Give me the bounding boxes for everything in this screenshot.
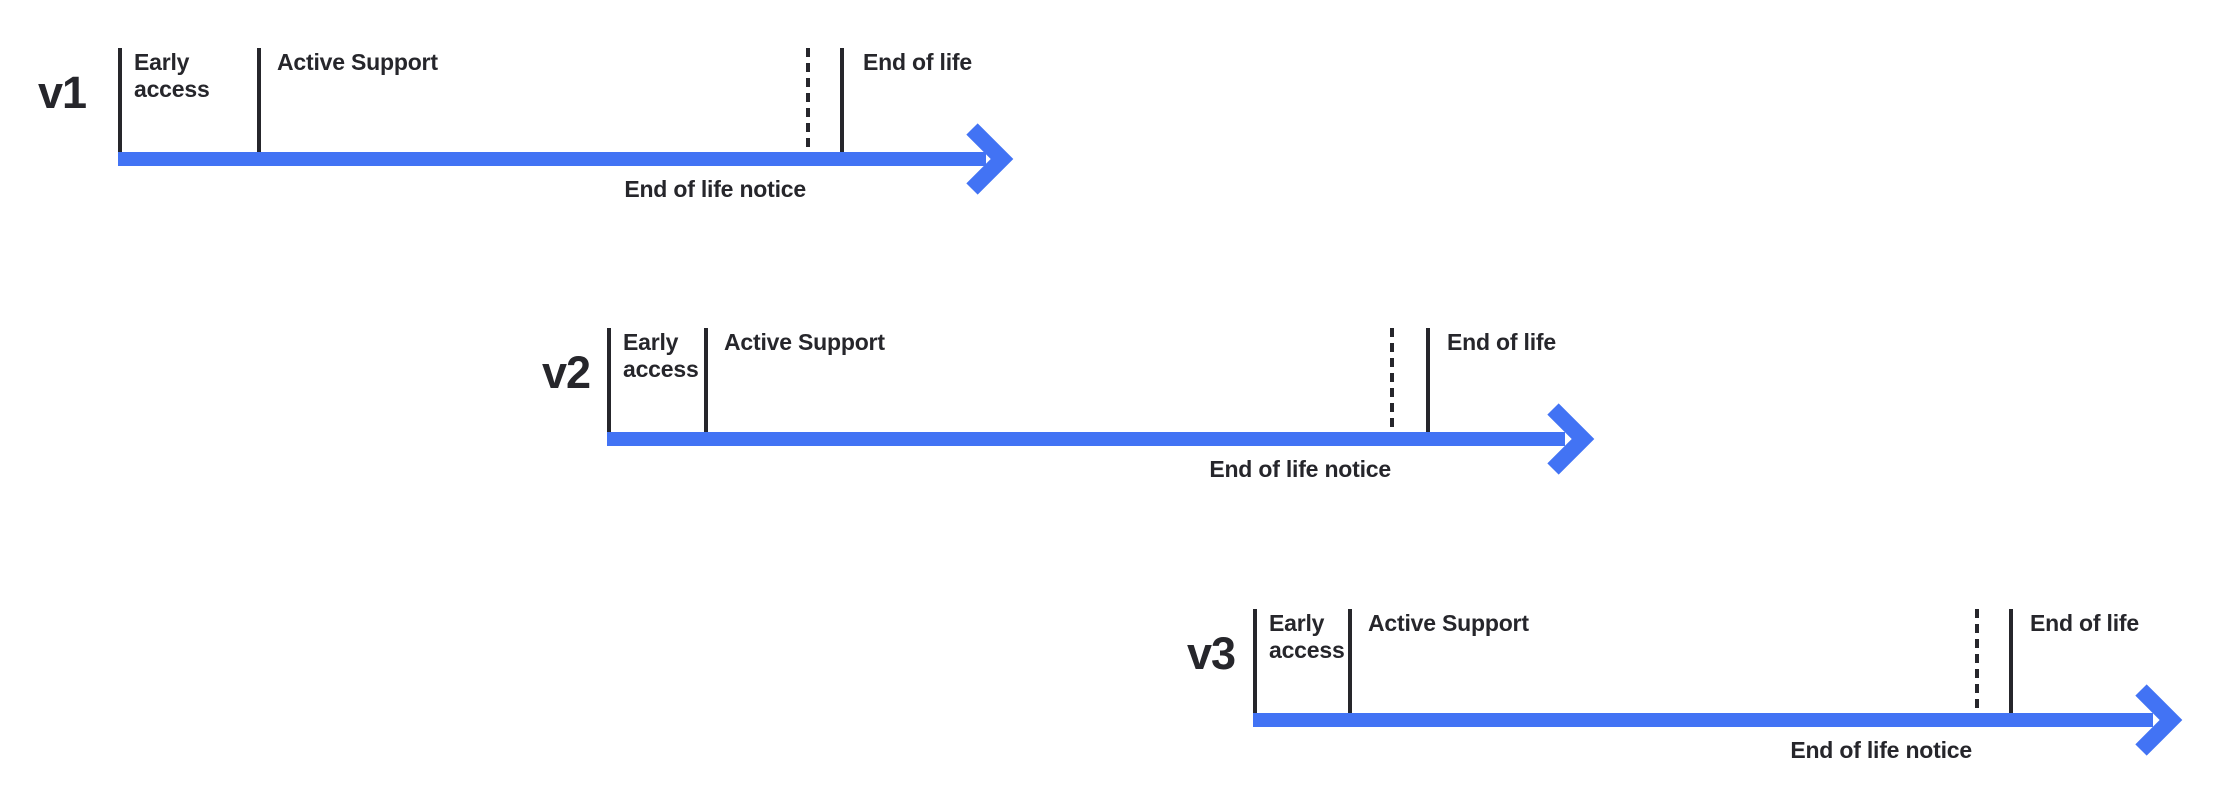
version-label-v2: v2 [541,347,591,398]
v1-arrowhead [966,123,1014,195]
v2-timeline-bar [607,432,1565,446]
v1-label-end-of-life-notice: End of life notice [624,176,806,202]
v2-phase-label-end-of-life: End of life [1447,329,1556,355]
v1-phase-label-active-support: Active Support [277,49,438,75]
v1-phase-label-end-of-life: End of life [863,49,972,75]
v3-label-end-of-life-notice: End of life notice [1790,737,1972,763]
timeline-v1-shapes [118,48,1014,195]
v3-arrowhead [2135,684,2183,756]
v3-timeline-bar [1253,713,2153,727]
version-label-v1: v1 [37,67,87,118]
v1-timeline-bar [118,152,986,166]
version-label-v3: v3 [1186,628,1236,679]
v3-phase-label-end-of-life: End of life [2030,610,2139,636]
v2-label-end-of-life-notice: End of life notice [1209,456,1391,482]
v2-arrowhead [1547,403,1595,475]
v1-phase-label-early-access: Early access [134,49,210,102]
v2-phase-label-active-support: Active Support [724,329,885,355]
timeline-v3-shapes [1253,609,2183,756]
v3-phase-label-early-access: Early access [1269,610,1345,663]
v3-phase-label-active-support: Active Support [1368,610,1529,636]
timeline-v2-shapes [607,328,1595,475]
v2-phase-label-early-access: Early access [623,329,699,382]
